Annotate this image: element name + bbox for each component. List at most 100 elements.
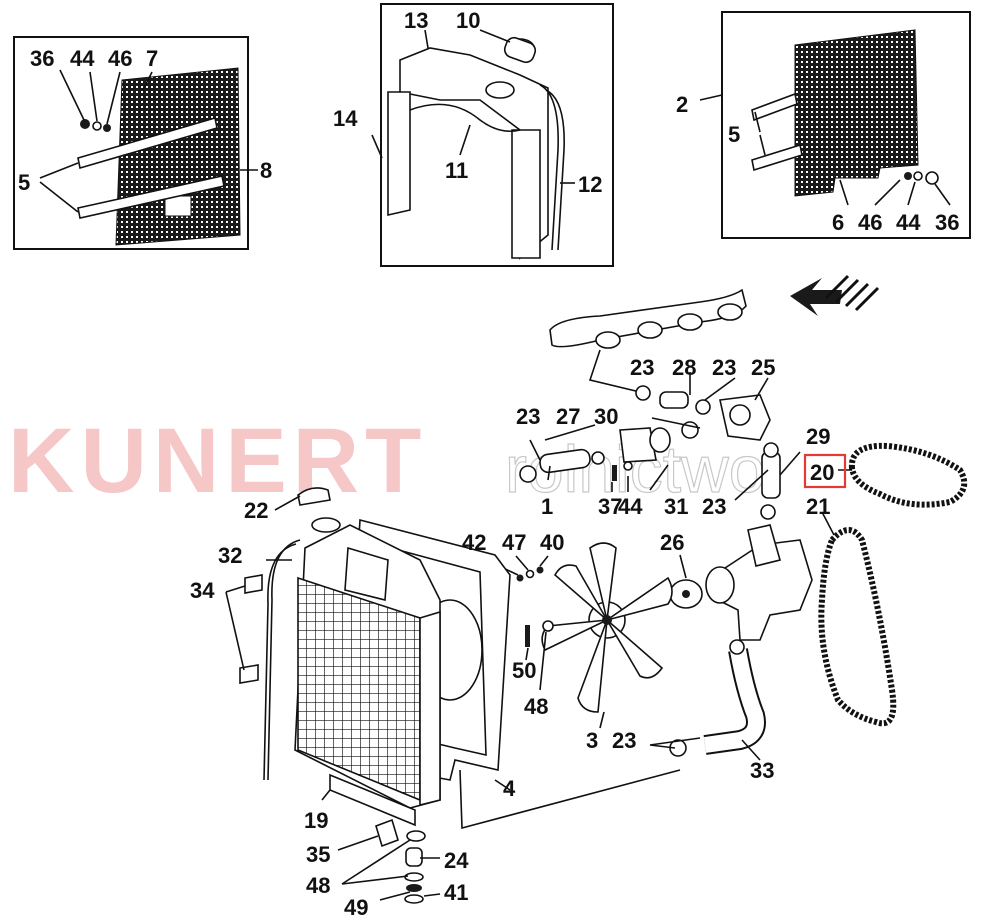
callout-22: 22	[244, 498, 268, 523]
callout-41: 41	[444, 880, 468, 905]
callout-3: 3	[586, 728, 598, 753]
callout-1: 1	[541, 494, 553, 519]
fan-belt-20	[848, 442, 968, 508]
water-pump-body	[717, 539, 813, 641]
callout-5-right: 5	[728, 122, 740, 147]
washer-46-icon	[103, 124, 111, 132]
callout-7: 7	[146, 46, 158, 71]
clip-34-upper	[244, 574, 263, 594]
bolt-36-icon	[80, 119, 90, 129]
callout-36: 36	[30, 46, 54, 71]
inset-side-screen: 2 5 6 46 44 36	[676, 11, 971, 239]
inset-front-screen: 36 44 46 7 5 8	[13, 36, 272, 250]
callout-24: 24	[444, 848, 469, 873]
radiator-cap-22	[297, 487, 331, 506]
spacer-24	[405, 847, 423, 867]
callout-29: 29	[806, 424, 830, 449]
radiator-side	[419, 610, 441, 807]
nut-40-icon	[536, 566, 544, 574]
hose-clamp-23b-icon	[695, 399, 711, 415]
screen-mesh-6	[794, 29, 919, 197]
inset-frame-right	[721, 11, 971, 239]
callout-labels: 23 28 23 25 23 27 30 29 20 1 37 44 31 23…	[190, 355, 834, 920]
callout-12: 12	[578, 172, 602, 197]
radiator-tank-bottom	[329, 773, 416, 827]
bracket-lower-right	[751, 143, 803, 172]
callout-19: 19	[304, 808, 328, 833]
callout-23-a: 23	[630, 355, 654, 380]
callout-32: 32	[218, 543, 242, 568]
direction-arrow-icon	[790, 274, 880, 316]
callout-35: 35	[306, 842, 330, 867]
callout-6: 6	[832, 210, 844, 235]
callout-37: 37	[598, 494, 622, 519]
callout-40: 40	[540, 530, 564, 555]
shroud-11-edge	[409, 103, 521, 133]
plug-10	[503, 36, 537, 64]
callout-36-right: 36	[935, 210, 959, 235]
callout-44-right: 44	[896, 210, 921, 235]
pump-hub	[705, 566, 735, 604]
callout-11: 11	[445, 158, 468, 183]
thermostat-27-icon	[649, 427, 671, 453]
callout-10: 10	[456, 8, 480, 33]
callout-31: 31	[664, 494, 688, 519]
fan-blade-3	[606, 619, 664, 679]
hose-29	[761, 451, 781, 499]
callout-27: 27	[556, 404, 580, 429]
gasket-ring-icon	[591, 451, 605, 465]
fan-blade-4	[577, 619, 608, 713]
shroud-side-right	[511, 129, 541, 259]
callout-46-right: 46	[858, 210, 882, 235]
screen-mesh-7	[115, 67, 241, 246]
manifold-port-2	[637, 321, 663, 339]
overflow-tube-32	[225, 539, 301, 781]
watermark-brand: KUNERT	[8, 410, 427, 512]
bracket-upper	[77, 116, 218, 170]
hose-clamp-23d-icon	[760, 504, 776, 520]
hose-28	[659, 391, 689, 409]
hose-clamp-23a-icon	[635, 385, 651, 401]
callout-42: 42	[462, 530, 486, 555]
callout-23-e: 23	[612, 728, 636, 753]
pump-outlet	[747, 524, 781, 567]
washer-49-icon	[406, 884, 422, 892]
bracket-upper-right	[751, 92, 798, 122]
bolt-37-icon	[612, 465, 617, 481]
shroud-side-left	[387, 91, 411, 217]
nut-42-icon	[516, 574, 524, 582]
washer-46b-icon	[904, 172, 912, 180]
manifold-port-3	[677, 313, 703, 331]
inset-frame-left	[13, 36, 249, 250]
manifold-port-1	[595, 331, 621, 349]
callout-33: 33	[750, 758, 774, 783]
shroud-hole	[485, 81, 515, 99]
callout-26: 26	[660, 530, 684, 555]
washer-41-icon	[404, 894, 424, 904]
callout-47: 47	[502, 530, 526, 555]
water-pump	[669, 524, 813, 641]
callout-28: 28	[672, 355, 696, 380]
thermostat-housing-group	[519, 372, 801, 520]
washer-48a-icon	[542, 620, 554, 632]
lower-hose-33	[649, 639, 766, 761]
callout-21: 21	[806, 494, 830, 519]
manifold-port-4	[717, 303, 743, 321]
radiator-core	[297, 576, 421, 802]
callout-48-a: 48	[524, 694, 548, 719]
drain-fittings	[337, 818, 441, 904]
washer-44c-icon	[623, 461, 633, 471]
callout-49: 49	[344, 895, 368, 920]
fan-blade-2	[606, 576, 673, 621]
callout-13: 13	[404, 8, 428, 33]
hose-clamp-icon	[729, 639, 745, 655]
drain-cock-35	[375, 818, 399, 848]
filler-neck	[311, 517, 341, 533]
inset-frame-center	[380, 3, 614, 267]
bolt-36b-icon	[925, 171, 939, 185]
callout-4: 4	[503, 776, 516, 801]
water-manifold-pipe	[549, 288, 747, 393]
manifold-body	[549, 288, 747, 348]
bracket-lower	[77, 175, 225, 219]
